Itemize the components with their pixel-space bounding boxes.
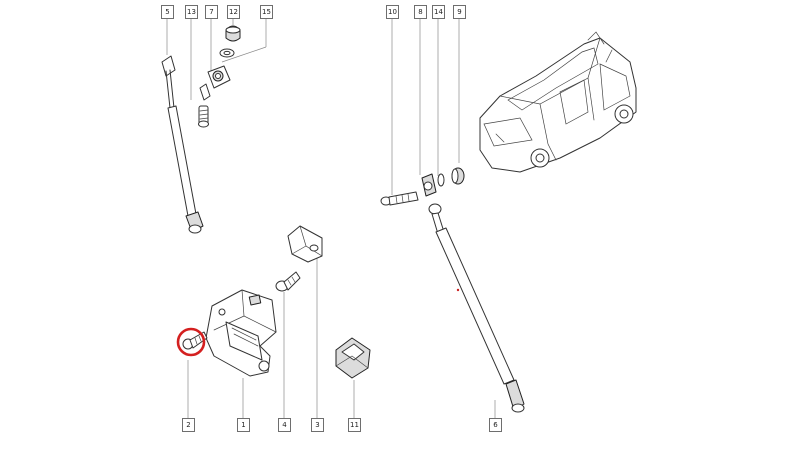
part-label-1: 1 (237, 418, 250, 432)
latch-assembly (205, 289, 277, 377)
gas-strut-left (161, 55, 204, 234)
gas-strut-right (428, 203, 525, 413)
highlight-circle (176, 327, 206, 357)
right-fixing-set (380, 167, 465, 206)
part-label-12: 12 (227, 5, 240, 19)
part-label-5: 5 (161, 5, 174, 19)
leader-lines (166, 18, 496, 418)
part-label-8: 8 (414, 5, 427, 19)
part-label-6: 6 (489, 418, 502, 432)
screw-2 (176, 327, 208, 357)
vehicle-illustration (479, 31, 637, 173)
striker-bracket (287, 225, 323, 263)
part-label-14: 14 (432, 5, 445, 19)
part-label-10: 10 (386, 5, 399, 19)
part-label-11: 11 (348, 418, 361, 432)
part-label-13: 13 (185, 5, 198, 19)
bolt-4 (275, 271, 301, 292)
part-label-15: 15 (260, 5, 273, 19)
part-label-2: 2 (182, 418, 195, 432)
part-label-7: 7 (205, 5, 218, 19)
part-label-3: 3 (311, 418, 324, 432)
part-label-4: 4 (278, 418, 291, 432)
part-label-9: 9 (453, 5, 466, 19)
switch-11 (335, 337, 371, 379)
upper-fixing-set (198, 25, 241, 128)
